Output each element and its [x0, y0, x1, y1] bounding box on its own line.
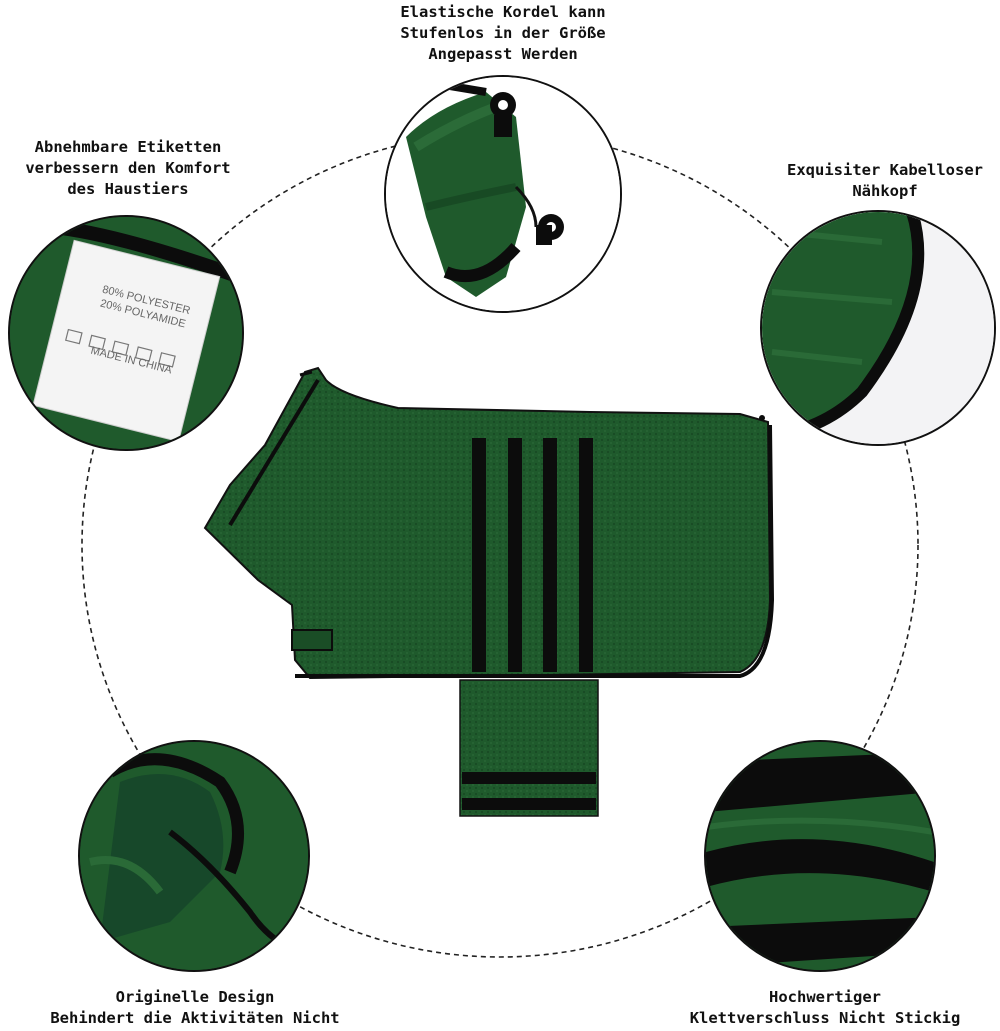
caption-elastic-cord: Elastische Kordel kann Stufenlos in der …: [400, 3, 606, 63]
detail-circle-velcro: [704, 740, 936, 972]
detail-circle-design: [78, 740, 310, 972]
detail-circle-elastic-cord: [384, 75, 622, 313]
caption-seam: Exquisiter Kabelloser Nähkopf: [787, 161, 983, 200]
detail-circle-care-label: 80% POLYESTER 20% POLYAMIDE MADE IN CHIN…: [8, 215, 244, 451]
caption-velcro: Hochwertiger Klettverschluss Nicht Stick…: [689, 988, 961, 1027]
detail-circle-seam: [760, 210, 996, 446]
caption-design: Originelle Design Behindert die Aktivitä…: [50, 988, 340, 1027]
caption-care-label: Abnehmbare Etiketten verbessern den Komf…: [25, 138, 231, 198]
